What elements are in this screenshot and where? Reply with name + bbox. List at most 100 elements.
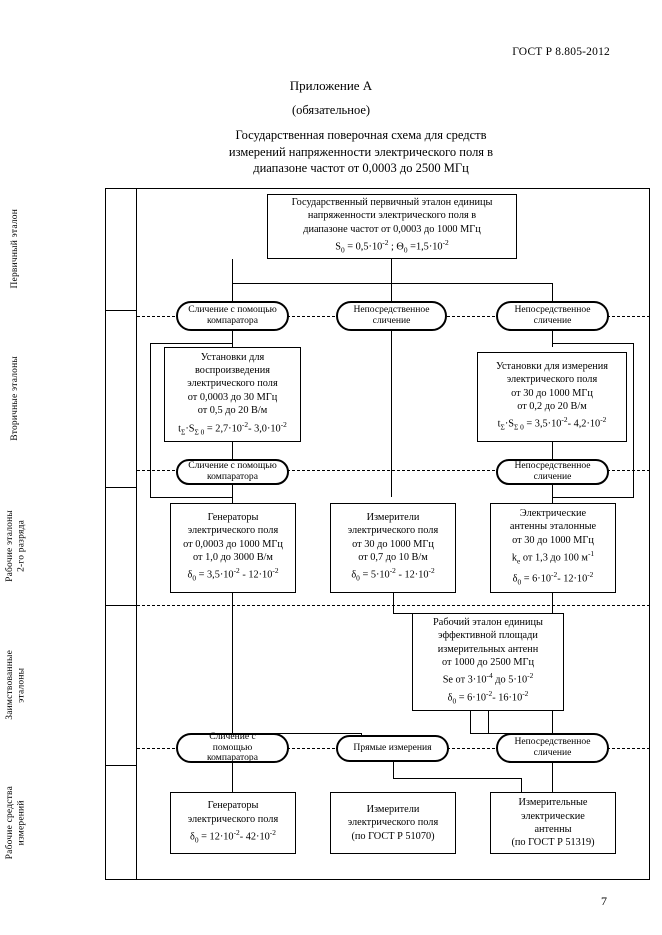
- ws-meters-formula: δ0 = 5·10-2 - 12·10-2: [351, 566, 435, 583]
- tier-divider-1: [105, 310, 137, 311]
- comparison-2-left-line-1: Сличение с помощью: [188, 460, 277, 472]
- comparison-node-direct-3: Непосредственное сличение: [496, 459, 609, 485]
- connector-cmp1-center-down: [391, 331, 392, 497]
- mi-antennas-line-3: антенны: [534, 824, 572, 835]
- connector-cmp1-left-down: [232, 331, 233, 347]
- ws-generators-line-4: от 1,0 до 3000 В/м: [193, 551, 273, 563]
- connector-to-mi-antennas: [521, 778, 522, 792]
- comparison-2-right-line-2: сличение: [533, 471, 572, 482]
- mi-generators-line-2: электрического поля: [187, 813, 279, 825]
- rail-right-bottom: [552, 497, 634, 498]
- comparison-node-comparator-1: Сличение с помощью компаратора: [176, 301, 289, 331]
- ws-antennas-formula: δ0 = 6·10-2- 12·10-2: [512, 570, 594, 587]
- tier-label-secondary: Вторичные эталоны: [10, 356, 21, 441]
- ws-meters-line-4: от 0,7 до 10 В/м: [358, 551, 428, 563]
- mi-antennas-line-2: электрические: [521, 810, 585, 822]
- primary-standard-uncertainty: S0 = 0,5·10-2 ; Θ0 =1,5·10-2: [335, 238, 449, 255]
- mi-generators-line-1: Генераторы: [207, 800, 259, 812]
- working-standard-antennas-box: Электрические антенны эталонные от 30 до…: [490, 503, 616, 593]
- secondary-standard-box-right: Установки для измерения электрического п…: [477, 352, 627, 442]
- secondary-standard-box-left: Установки для воспроизведения электричес…: [164, 347, 301, 442]
- connector-cmp1-right-down: [552, 331, 553, 347]
- connector-ws-meters-down: [393, 593, 394, 613]
- ws-antennas-line-3: от 30 до 1000 МГц: [512, 534, 594, 546]
- ws-meters-line-1: Измерители: [366, 511, 420, 523]
- working-standard-meters-box: Измерители электрического поля от 30 до …: [330, 503, 456, 593]
- comparison-node-direct-4: Непосредственное сличение: [496, 733, 609, 763]
- comparison-1-center-line-1: Непосредственное: [353, 304, 430, 316]
- working-standard-generators-box: Генераторы электрического поля от 0,0003…: [170, 503, 296, 593]
- rail-left-top: [150, 343, 232, 344]
- ws-generators-line-3: от 0,0003 до 1000 МГц: [183, 538, 283, 550]
- tier-sidebar: [105, 188, 137, 880]
- primary-standard-line-1: Государственный первичный эталон единицы: [291, 196, 493, 208]
- primary-standard-line-3: диапазоне частот от 0,0003 до 1000 МГц: [303, 223, 481, 235]
- comparison-3-center-line-1: Прямые измерения: [353, 742, 432, 754]
- comparison-node-comparator-3: Сличение с помощью компаратора: [176, 731, 289, 764]
- comparison-3-left-line-1: Сличение с: [209, 731, 256, 743]
- connector-ws-generators-horizontal: [232, 733, 362, 734]
- secondary-right-line-1: Установки для измерения: [495, 360, 609, 372]
- secondary-left-formula: tΣ·SΣ 0 = 2,7·10-2- 3,0·10-2: [178, 419, 287, 437]
- tier-divider-3: [105, 605, 137, 606]
- connector-cmp3-center-horizontal: [393, 778, 522, 779]
- ws-antennas-line-2: антенны эталонные: [509, 521, 597, 533]
- comparison-1-right-line-1: Непосредственное: [514, 304, 591, 316]
- mi-meters-line-2: электрического поля: [347, 817, 439, 829]
- connector-primary-right-down: [552, 283, 553, 301]
- mi-meters-reference: (по ГОСТ Р 51070): [351, 830, 435, 842]
- borrowed-line-4: от 1000 до 2500 МГц: [441, 657, 534, 669]
- instrument-meters-box: Измерители электрического поля (по ГОСТ …: [330, 792, 456, 854]
- appendix-title: Приложение А: [289, 78, 373, 93]
- connector-primary-left-horizontal: [232, 283, 392, 284]
- mi-antennas-reference: (по ГОСТ Р 51319): [511, 837, 595, 849]
- comparison-3-right-line-2: сличение: [533, 747, 572, 758]
- primary-standard-line-2: напряженности электрического поля в: [307, 210, 477, 222]
- mi-meters-line-1: Измерители: [366, 803, 420, 815]
- comparison-node-direct-2: Непосредственное сличение: [496, 301, 609, 331]
- comparison-1-right-line-2: сличение: [533, 315, 572, 326]
- ws-generators-line-1: Генераторы: [207, 511, 259, 523]
- tier-label-primary: Первичный эталон: [10, 209, 21, 289]
- primary-standard-box: Государственный первичный эталон единицы…: [267, 194, 517, 259]
- borrowed-line-3: измерительных антенн: [437, 643, 539, 655]
- scheme-title: Государственная поверочная схема для сре…: [120, 127, 602, 177]
- secondary-left-line-5: от 0,5 до 20 В/м: [197, 405, 268, 417]
- rail-right-top: [552, 343, 634, 344]
- ws-antennas-line-1: Электрические: [519, 508, 587, 520]
- rail-left-bottom: [150, 497, 232, 498]
- tier-dash-working: [137, 470, 650, 471]
- comparison-3-left-line-3: компаратора: [207, 752, 258, 764]
- secondary-left-line-2: воспроизведения: [195, 364, 270, 376]
- comparison-2-left-line-2: компаратора: [207, 471, 258, 482]
- rail-left-vertical: [150, 343, 151, 498]
- comparison-1-center-line-2: сличение: [372, 315, 411, 326]
- borrowed-line-5: Se от 3·10-4 до 5·10-2: [442, 671, 534, 686]
- scheme-frame: [105, 188, 650, 880]
- comparison-2-right-line-1: Непосредственное: [514, 460, 591, 472]
- connector-cmp3-center-down: [393, 762, 394, 778]
- connector-cmp3-left-down: [232, 763, 233, 792]
- secondary-left-line-1: Установки для: [200, 351, 265, 363]
- tier-label-instruments: Рабочие средства измерений: [4, 785, 27, 860]
- scheme-title-line-2: измерений напряженности электрического п…: [228, 144, 494, 159]
- connector-primary-center-down: [391, 259, 392, 301]
- comparison-node-comparator-2: Сличение с помощью компаратора: [176, 459, 289, 485]
- connector-primary-left-down: [232, 259, 233, 301]
- secondary-right-line-2: электрического поля: [506, 374, 598, 386]
- borrowed-line-2: эффективной площади: [438, 630, 538, 642]
- ws-meters-line-2: электрического поля: [347, 525, 439, 537]
- tier-label-borrowed: Заимствованные эталоны: [4, 650, 27, 720]
- borrowed-line-1: Рабочий эталон единицы: [433, 616, 543, 628]
- connector-borrowed-down: [488, 711, 489, 733]
- secondary-left-line-4: от 0,0003 до 30 МГц: [187, 391, 278, 403]
- ws-generators-formula: δ0 = 3,5·10-2 - 12·10-2: [187, 566, 279, 583]
- connector-cmp3-right-down: [552, 763, 553, 792]
- borrowed-formula: δ0 = 6·10-2- 16·10-2: [447, 689, 529, 706]
- connector-cmp2-left-down: [232, 485, 233, 503]
- comparison-3-right-line-1: Непосредственное: [514, 736, 591, 748]
- secondary-left-line-3: электрического поля: [187, 378, 278, 390]
- connector-ws-generators-down: [232, 593, 233, 733]
- tier-divider-2: [105, 487, 137, 488]
